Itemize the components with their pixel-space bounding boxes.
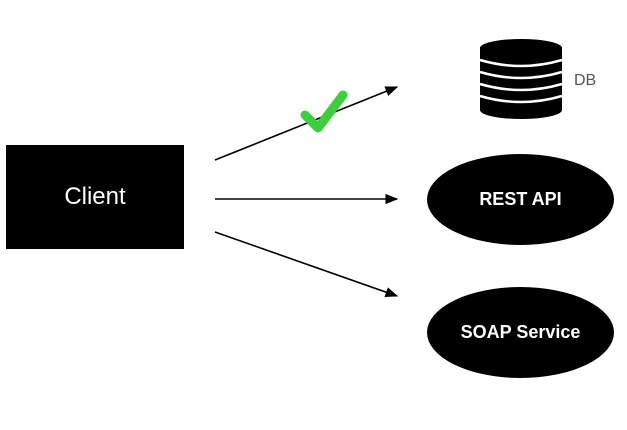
edge-client-to-db — [214, 86, 399, 161]
client-node: Client — [6, 145, 184, 249]
rest-api-node: REST API — [427, 154, 614, 245]
client-label: Client — [64, 183, 126, 210]
soap-service-node: SOAP Service — [427, 287, 614, 378]
rest-api-label: REST API — [479, 189, 562, 209]
check-icon — [300, 90, 348, 133]
edge-client-to-soap — [214, 231, 399, 298]
database-icon — [479, 39, 563, 119]
soap-service-label: SOAP Service — [460, 322, 581, 342]
db-label: DB — [574, 72, 597, 89]
